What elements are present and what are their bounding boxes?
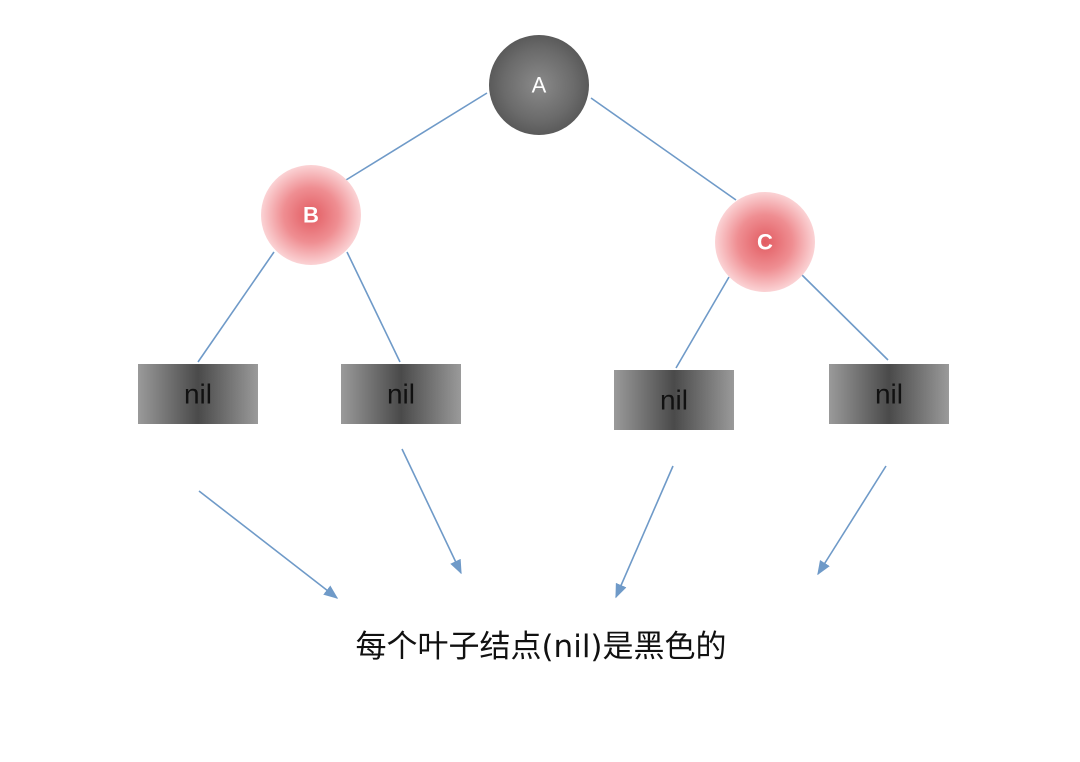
node-c: C — [715, 192, 815, 292]
leaf-nil-4: nil — [829, 364, 949, 424]
arrow-nil-2 — [401, 448, 462, 575]
leaf-nil-3-label: nil — [660, 385, 688, 416]
arrow-nil-3 — [615, 465, 674, 599]
edge-c-nil-4 — [801, 274, 889, 361]
node-c-label: C — [757, 230, 773, 255]
leaf-nil-1: nil — [138, 364, 258, 424]
leaf-nil-2-label: nil — [387, 379, 415, 410]
edge-a-b — [345, 92, 488, 181]
node-b: B — [261, 165, 361, 265]
edge-a-c — [590, 97, 737, 201]
leaf-nil-2: nil — [341, 364, 461, 424]
leaf-nil-4-label: nil — [875, 379, 903, 410]
edge-c-nil-3 — [675, 276, 730, 369]
arrow-nil-1 — [198, 490, 339, 599]
leaf-nil-3: nil — [614, 370, 734, 430]
leaf-nil-1-label: nil — [184, 379, 212, 410]
edge-b-nil-1 — [197, 251, 275, 363]
arrow-nil-4 — [817, 465, 887, 576]
caption-text: 每个叶子结点(nil)是黑色的 — [355, 629, 726, 665]
edge-b-nil-2 — [346, 251, 401, 363]
node-b-label: B — [303, 203, 319, 228]
node-a-label: A — [532, 73, 547, 98]
node-a: A — [489, 35, 589, 135]
